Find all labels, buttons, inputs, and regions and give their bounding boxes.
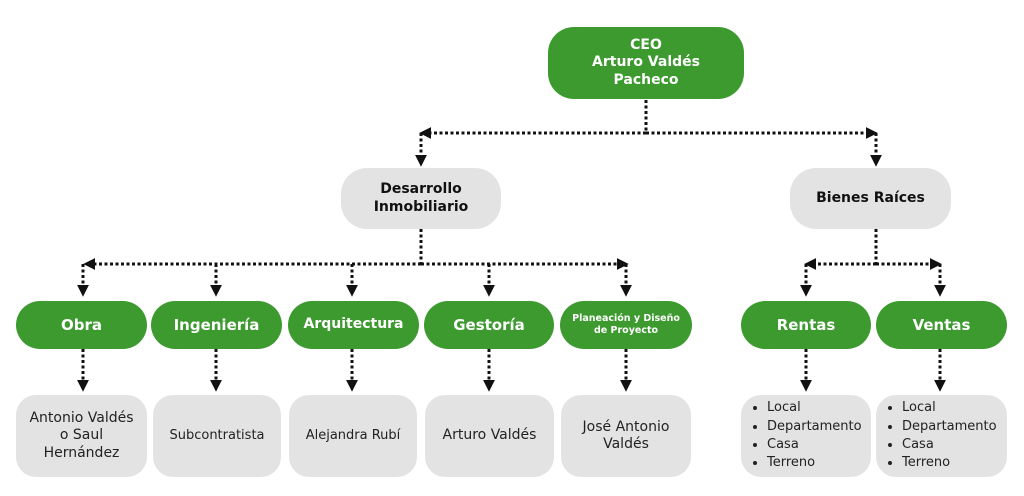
list-item: Local: [902, 399, 997, 417]
desarrollo-line-2: Inmobiliario: [373, 198, 469, 215]
leaf-planeacion-line-1: José Antonio: [582, 418, 670, 435]
dept-ingenieria: Ingeniería: [151, 301, 282, 349]
leaf-obra-line-2: o Saul: [59, 427, 104, 444]
list-item: Casa: [767, 436, 862, 454]
ceo-name-line-2: Pacheco: [613, 71, 679, 88]
list-item: Departamento: [902, 418, 997, 436]
leaf-ventas: Local Departamento Casa Terreno: [876, 395, 1007, 477]
dept-gestoria: Gestoría: [424, 301, 554, 349]
leaf-rentas: Local Departamento Casa Terreno: [741, 395, 871, 477]
leaf-arquitectura: Alejandra Rubí: [289, 395, 417, 477]
dept-planeacion-diseno: Planeación y Diseño de Proyecto: [560, 301, 692, 349]
leaf-obra-line-1: Antonio Valdés: [29, 409, 134, 426]
list-item: Terreno: [767, 454, 862, 472]
rentas-item-list: Local Departamento Casa Terreno: [751, 399, 862, 473]
desarrollo-inmobiliario-node: Desarrollo Inmobiliario: [341, 168, 501, 229]
leaf-arquitectura-text: Alejandra Rubí: [305, 427, 401, 443]
dept-planeacion-line-2: de Proyecto: [593, 325, 659, 336]
dept-gestoria-label: Gestoría: [453, 315, 525, 334]
leaf-gestoria-text: Arturo Valdés: [442, 427, 537, 444]
leaf-planeacion-line-2: Valdés: [603, 436, 649, 452]
dept-planeacion-line-1: Planeación y Diseño: [572, 313, 680, 325]
ceo-name-line-1: Arturo Valdés: [592, 54, 700, 71]
dept-arquitectura: Arquitectura: [288, 301, 419, 349]
list-item: Departamento: [767, 418, 862, 436]
leaf-planeacion: José Antonio Valdés: [561, 395, 691, 477]
dept-ventas-label: Ventas: [912, 315, 971, 334]
leaf-ingenieria-text: Subcontratista: [169, 427, 265, 443]
dept-obra: Obra: [16, 301, 147, 349]
dept-rentas: Rentas: [741, 301, 871, 349]
dept-ventas: Ventas: [876, 301, 1007, 349]
desarrollo-line-1: Desarrollo: [380, 181, 462, 197]
list-item: Casa: [902, 436, 997, 454]
list-item: Local: [767, 399, 862, 417]
ventas-item-list: Local Departamento Casa Terreno: [886, 399, 997, 473]
dept-arquitectura-label: Arquitectura: [303, 316, 404, 333]
dept-rentas-label: Rentas: [776, 315, 836, 334]
leaf-gestoria: Arturo Valdés: [425, 395, 554, 477]
ceo-title: CEO: [630, 36, 662, 53]
leaf-obra: Antonio Valdés o Saul Hernández: [16, 395, 147, 477]
bienes-raices-node: Bienes Raíces: [790, 168, 951, 229]
dept-obra-label: Obra: [60, 315, 102, 334]
leaf-ingenieria: Subcontratista: [153, 395, 281, 477]
bienes-raices-label: Bienes Raíces: [816, 189, 925, 206]
leaf-obra-line-3: Hernández: [43, 444, 120, 461]
list-item: Terreno: [902, 454, 997, 472]
ceo-node: CEO Arturo Valdés Pacheco: [548, 27, 744, 99]
dept-ingenieria-label: Ingeniería: [173, 315, 260, 334]
